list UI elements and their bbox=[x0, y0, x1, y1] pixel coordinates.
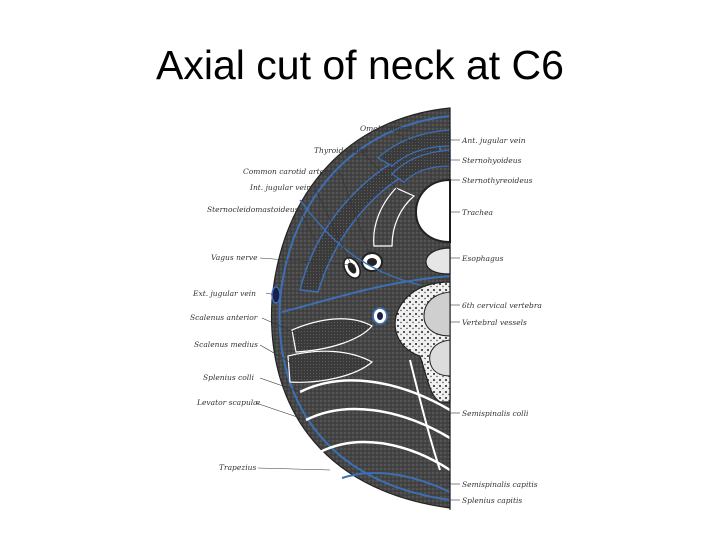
label-sixth-cervical-vertebra: 6th cervical vertebra bbox=[462, 301, 542, 310]
label-omohyoideus: Omohyoideus bbox=[360, 124, 412, 133]
label-anterior-jugular-vein: Ant. jugular vein bbox=[461, 136, 526, 145]
label-scalenus-medius: Scalenus medius bbox=[194, 340, 258, 349]
label-internal-jugular-vein: Int. jugular vein bbox=[249, 183, 311, 192]
label-thyroid-gland: Thyroid gland bbox=[314, 146, 367, 155]
label-sternothyreoideus: Sternothyreoideus bbox=[462, 176, 533, 185]
label-splenius-colli: Splenius colli bbox=[203, 373, 255, 382]
label-common-carotid-artery: Common carotid artery bbox=[243, 167, 333, 176]
label-sternohyoideus: Sternohyoideus bbox=[462, 156, 522, 165]
label-vertebral-vessels: Vertebral vessels bbox=[462, 318, 527, 327]
slide-title: Axial cut of neck at C6 bbox=[156, 42, 564, 88]
label-scalenus-anterior: Scalenus anterior bbox=[190, 313, 258, 322]
label-sternocleidomastoideus: Sternocleidomastoideus bbox=[207, 205, 299, 214]
label-trachea: Trachea bbox=[462, 208, 493, 217]
neck-outline bbox=[270, 107, 451, 509]
label-external-jugular-vein: Ext. jugular vein bbox=[192, 289, 256, 298]
label-semispinalis-colli: Semispinalis colli bbox=[462, 409, 529, 418]
label-esophagus: Esophagus bbox=[461, 254, 504, 263]
label-semispinalis-capitis: Semispinalis capitis bbox=[462, 480, 538, 489]
label-splenius-capitis: Splenius capitis bbox=[462, 496, 522, 505]
trachea-shape bbox=[414, 178, 451, 244]
label-vagus-nerve: Vagus nerve bbox=[211, 253, 258, 262]
label-levator-scapulae: Levator scapulæ bbox=[196, 398, 260, 407]
label-trapezius: Trapezius bbox=[219, 463, 256, 472]
